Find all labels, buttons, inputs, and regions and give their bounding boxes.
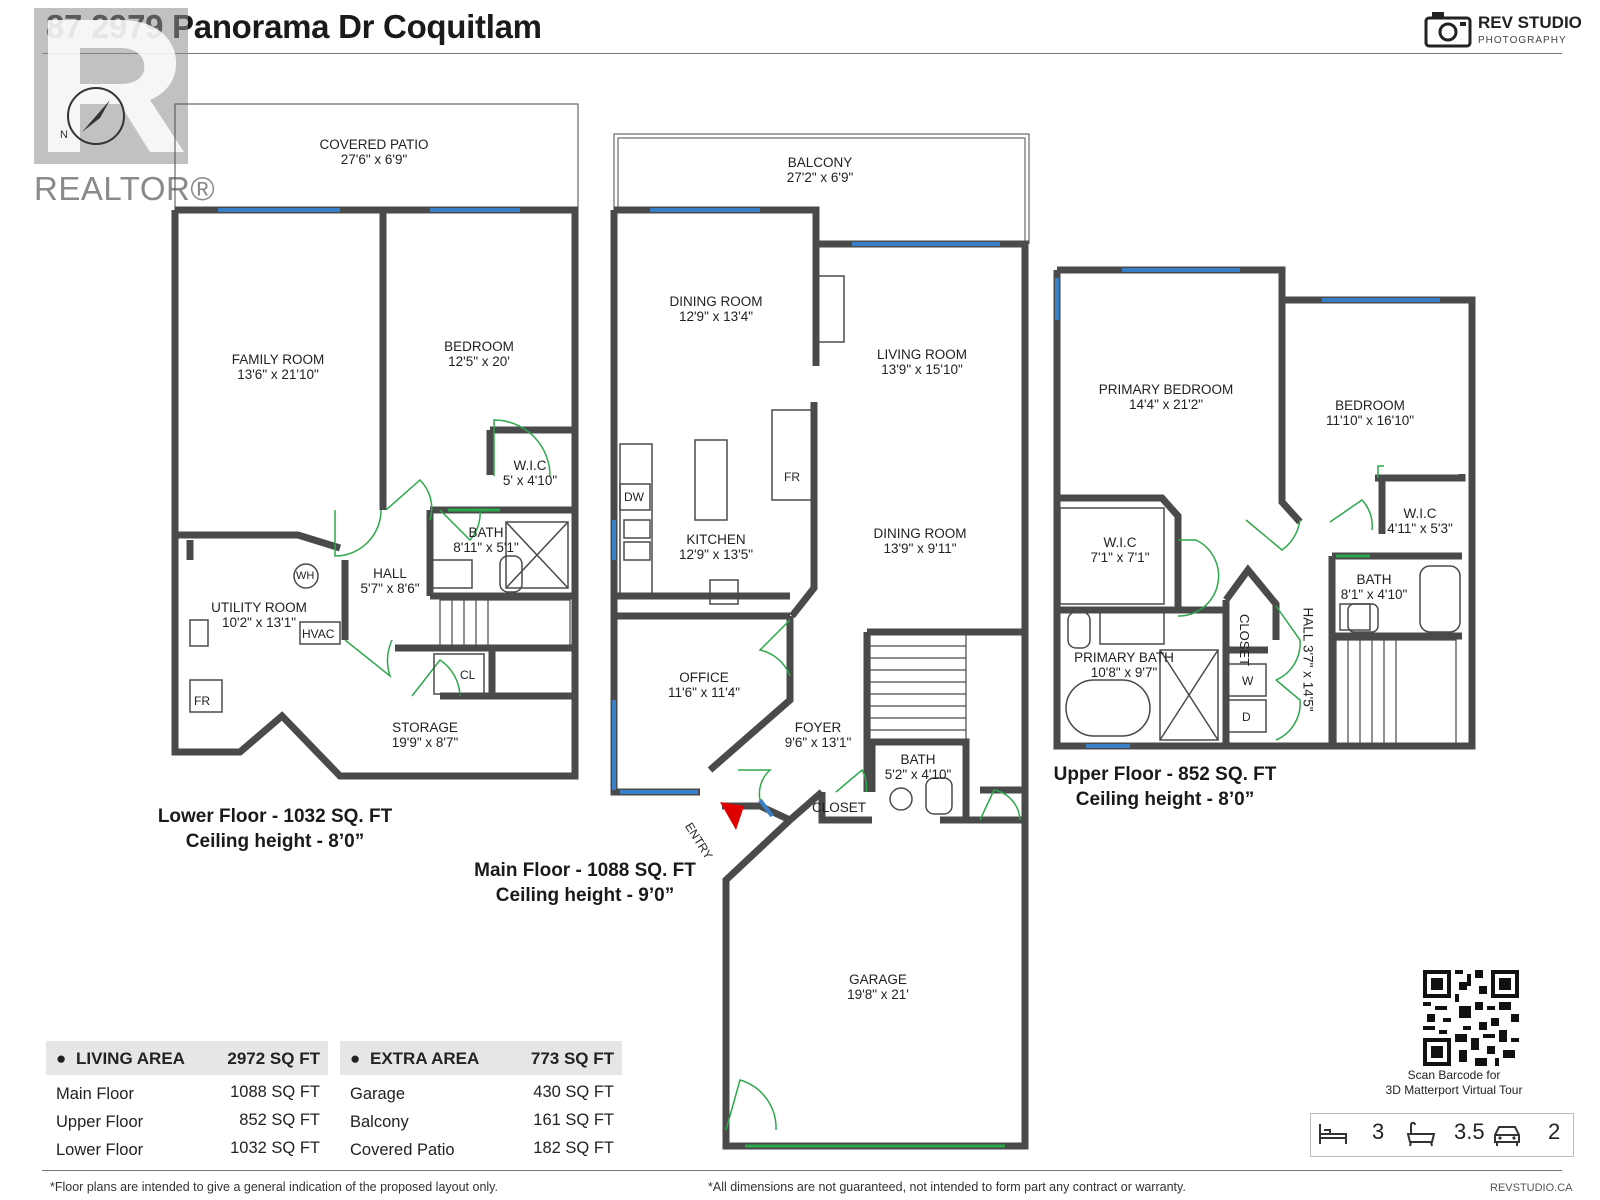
realtor-logo-icon: N [34, 8, 194, 173]
room-hall-upper: HALL 3'7" x 14'5" [1300, 607, 1316, 712]
table-row: Upper Floor 852 SQ FT [56, 1111, 320, 1131]
header-divider [42, 53, 1562, 54]
tag-closet-lower: CL [460, 668, 476, 682]
footer-disclaimer-left: *Floor plans are intended to give a gene… [50, 1180, 498, 1194]
tag-closet-upper: CLOSET [1237, 614, 1252, 667]
table-row: Covered Patio 182 SQ FT [350, 1139, 614, 1159]
extra-area-header: ● EXTRA AREA 773 SQ FT [340, 1041, 622, 1075]
qr-code-icon[interactable] [1423, 970, 1519, 1071]
realtor-wordmark: REALTOR® [34, 170, 216, 207]
footer-disclaimer-center: *All dimensions are not guaranteed, not … [708, 1180, 1186, 1194]
bedroom-count: 3 [1372, 1119, 1385, 1144]
living-area-header: ● LIVING AREA 2972 SQ FT [46, 1041, 328, 1075]
camera-logo-icon [1424, 10, 1472, 53]
bathroom-count: 3.5 [1454, 1119, 1485, 1144]
table-row: Balcony 161 SQ FT [350, 1111, 614, 1131]
footer-website[interactable]: REVSTUDIO.CA [1490, 1182, 1573, 1194]
tag-washer: W [1242, 674, 1254, 688]
tag-fireplace-lower: FR [194, 694, 210, 708]
tag-hvac: HVAC [302, 627, 335, 641]
table-row: Main Floor 1088 SQ FT [56, 1083, 320, 1103]
table-row: Garage 430 SQ FT [350, 1083, 614, 1103]
parking-count: 2 [1548, 1119, 1561, 1144]
svg-text:N: N [60, 129, 68, 141]
entry-marker-icon [720, 802, 744, 830]
tag-water-heater: WH [296, 570, 315, 582]
brand-subtitle: PHOTOGRAPHY [1478, 35, 1567, 46]
table-row: Lower Floor 1032 SQ FT [56, 1139, 320, 1159]
bathtub-icon [1405, 1120, 1437, 1153]
car-icon [1492, 1121, 1522, 1152]
extra-area-table: ● EXTRA AREA 773 SQ FT Garage 430 SQ FT … [340, 1041, 622, 1159]
tag-closet-main: CLOSET [812, 800, 867, 815]
tag-fireplace-main: FR [784, 470, 800, 484]
tag-dryer: D [1242, 710, 1251, 724]
living-area-table: ● LIVING AREA 2972 SQ FT Main Floor 1088… [46, 1041, 328, 1159]
property-stats-box [1310, 1113, 1574, 1157]
brand-name: REV STUDIO [1478, 13, 1582, 32]
tag-dishwasher: DW [624, 490, 644, 504]
lower-floor-outline [171, 206, 579, 780]
bed-icon [1318, 1120, 1348, 1153]
footer-divider [42, 1170, 1562, 1171]
